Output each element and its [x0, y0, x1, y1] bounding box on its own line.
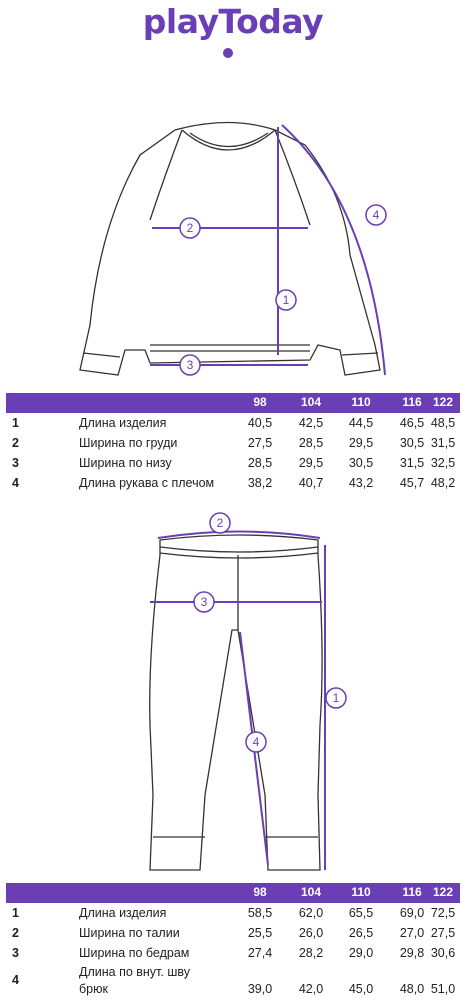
table-header: 98 104 110 116 122: [6, 393, 460, 413]
size-110: 110: [351, 395, 371, 409]
size-116: 116: [402, 395, 422, 409]
brand-logo: playToday: [142, 2, 324, 41]
pants-marker-1: 1: [333, 691, 340, 705]
marker-2: 2: [187, 221, 194, 235]
pants-marker-2: 2: [217, 516, 224, 530]
logo-dot: [223, 48, 233, 58]
pants-marker-3: 3: [201, 595, 208, 609]
table-header: 98 104 110 116 122: [6, 883, 460, 903]
size-122: 122: [432, 395, 454, 409]
sweatshirt-diagram: 1 2 3 4: [79, 121, 387, 376]
size-104: 104: [300, 395, 322, 409]
marker-3: 3: [187, 358, 194, 372]
pants-diagram: 1 2 3 4: [149, 512, 347, 871]
size-98: 98: [253, 395, 267, 409]
pants-marker-4: 4: [253, 735, 260, 749]
marker-1: 1: [283, 293, 290, 307]
marker-4: 4: [373, 208, 380, 222]
